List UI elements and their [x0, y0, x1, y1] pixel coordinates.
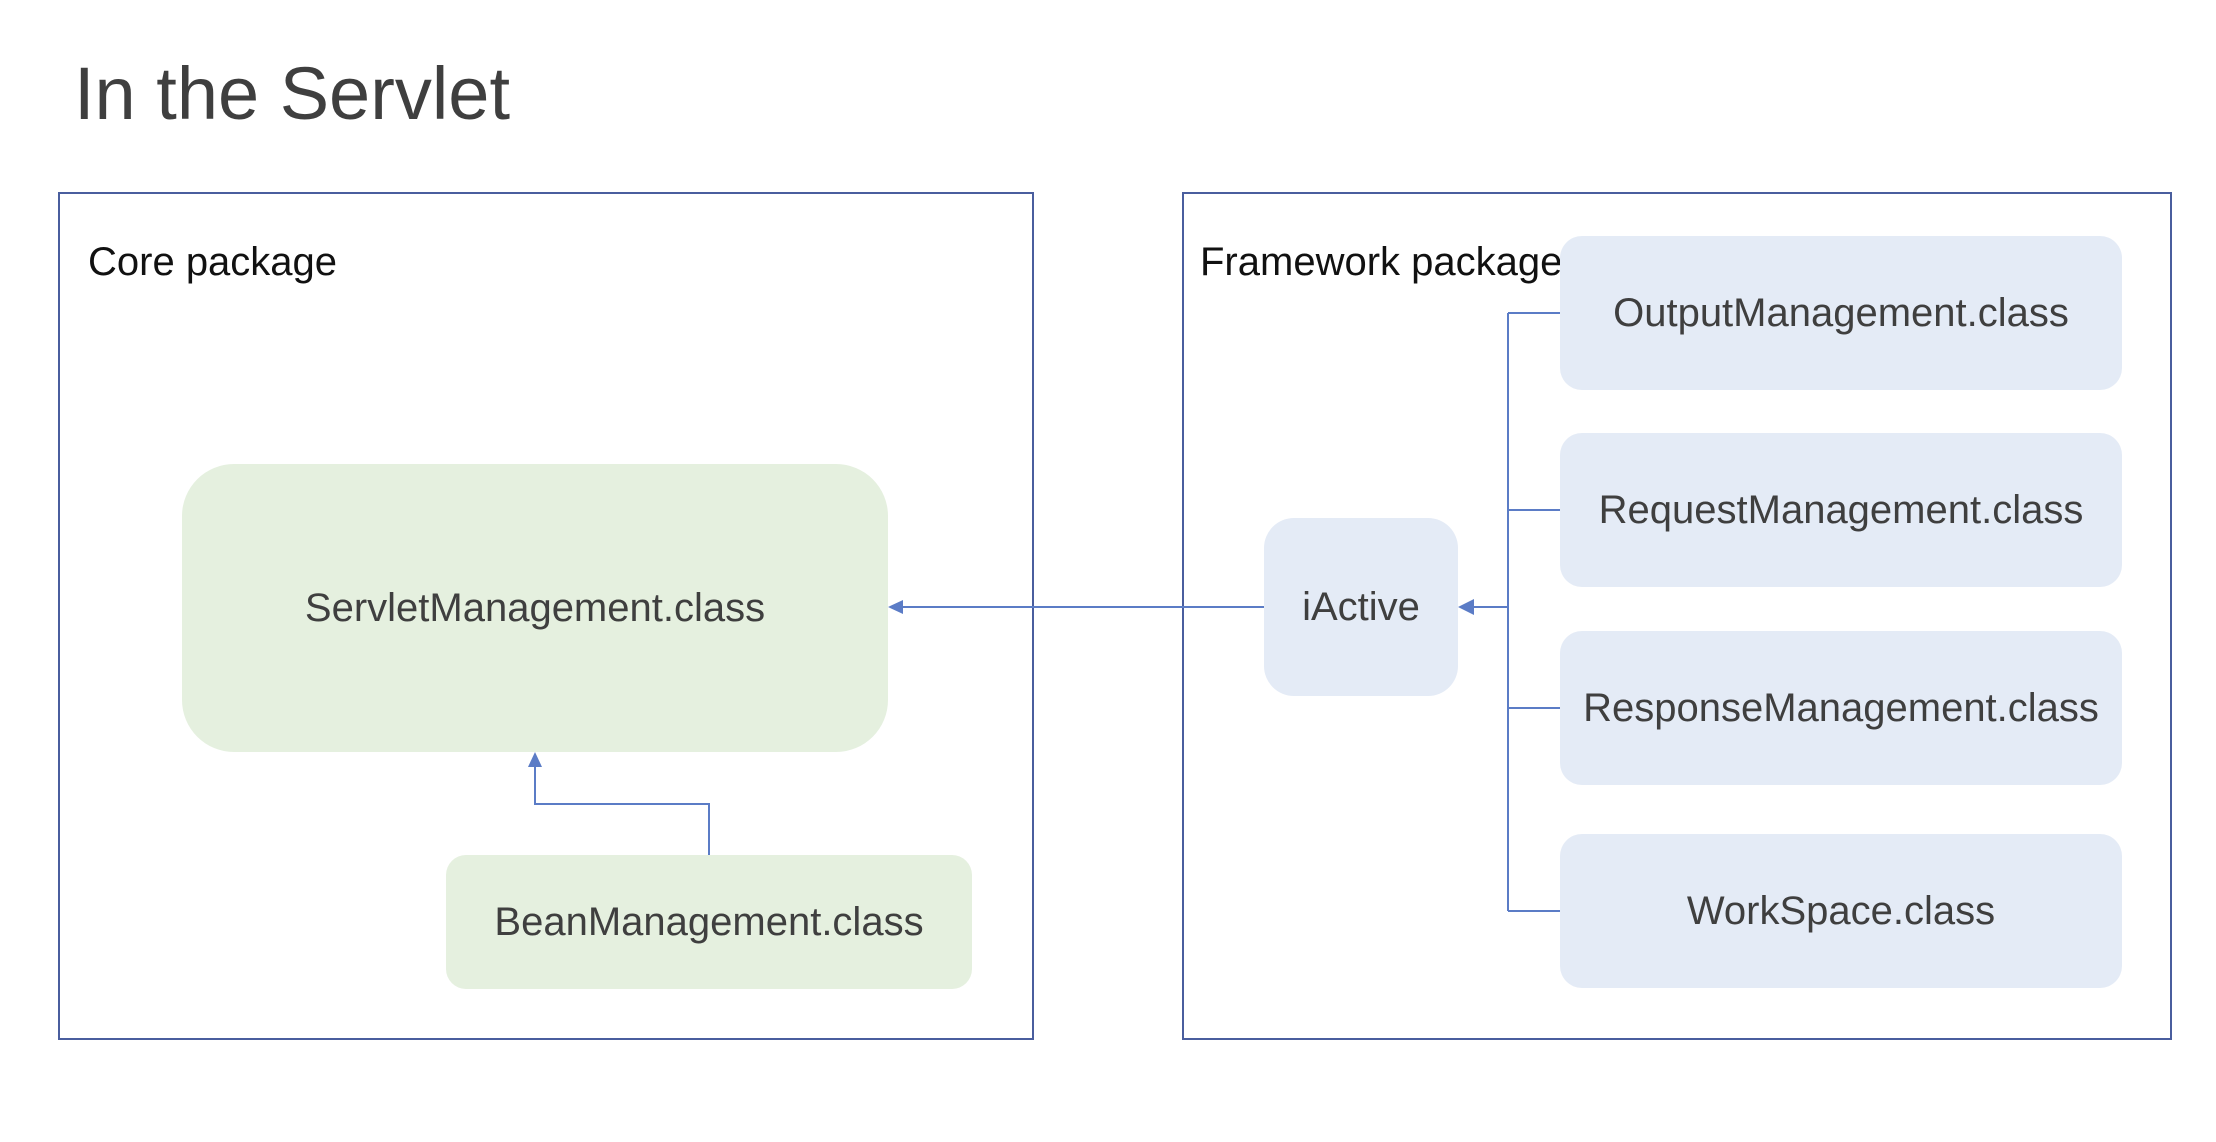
iactive-node: iActive [1264, 518, 1458, 696]
request-management-node: RequestManagement.class [1560, 433, 2122, 587]
response-management-node: ResponseManagement.class [1560, 631, 2122, 785]
output-management-label: OutputManagement.class [1613, 290, 2069, 335]
slide-title: In the Servlet [74, 52, 511, 135]
arrowhead-servlet-right [888, 600, 903, 614]
core-package-frame [58, 192, 1034, 1040]
request-management-label: RequestManagement.class [1598, 487, 2084, 532]
bean-management-node: BeanManagement.class [446, 855, 972, 989]
framework-package-frame [1182, 192, 2172, 1040]
response-management-label: ResponseManagement.class [1583, 685, 2099, 730]
iactive-label: iActive [1302, 584, 1420, 629]
framework-package-label: Framework package [1200, 240, 1563, 284]
core-package-label: Core package [88, 240, 338, 284]
servlet-management-label: ServletManagement.class [304, 585, 766, 630]
bean-to-servlet-connector [534, 764, 710, 855]
bean-management-label: BeanManagement.class [494, 899, 924, 944]
arrowhead-servlet-bottom [528, 752, 542, 767]
output-management-node: OutputManagement.class [1560, 236, 2122, 390]
workspace-label: WorkSpace.class [1686, 888, 1996, 933]
arrowhead-iactive [1458, 599, 1474, 615]
servlet-management-node: ServletManagement.class [182, 464, 888, 752]
workspace-node: WorkSpace.class [1560, 834, 2122, 988]
